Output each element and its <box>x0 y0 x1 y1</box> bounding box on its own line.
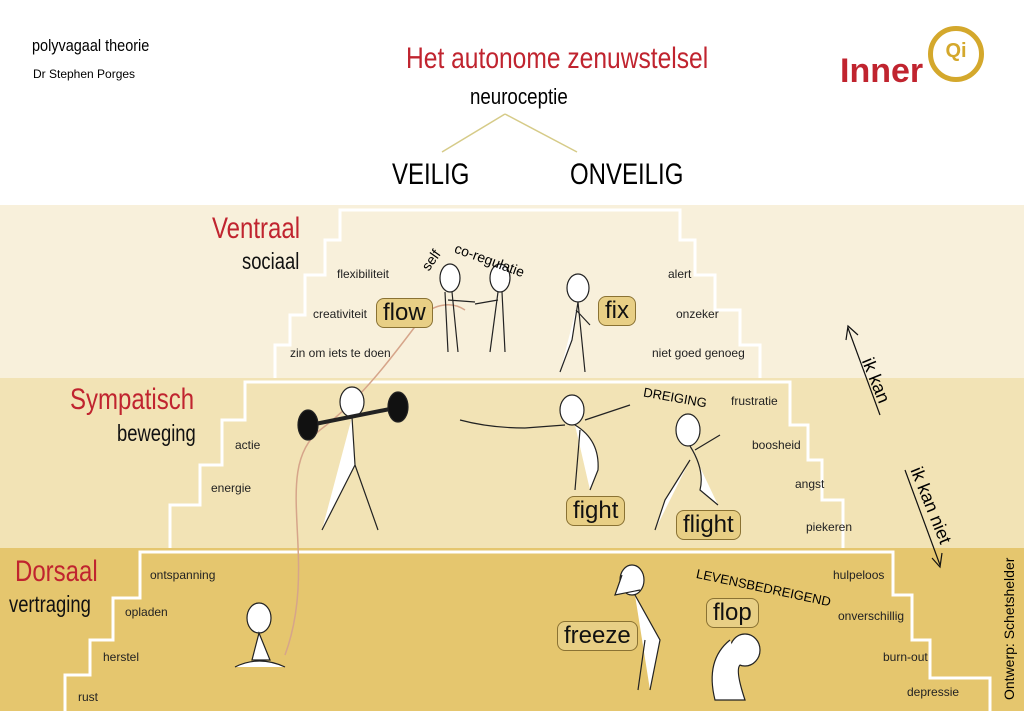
sympatisch-right-2: boosheid <box>752 438 801 452</box>
credit: Ontwerp: Schetshelder <box>1001 557 1017 700</box>
veilig-label: VEILIG <box>392 158 470 191</box>
ventraal-left-1: flexibiliteit <box>337 267 390 281</box>
figure-meditation <box>234 602 286 668</box>
neuroceptie-label: neuroceptie <box>470 84 568 109</box>
dorsaal-left-4: rust <box>78 690 99 704</box>
ventraal-left-3: zin om iets te doen <box>290 346 391 360</box>
dorsaal-title: Dorsaal <box>15 555 98 588</box>
header-author: Dr Stephen Porges <box>33 67 136 81</box>
figure-freeze <box>614 564 661 691</box>
dorsaal-left-2: opladen <box>125 605 168 619</box>
figure-fight <box>459 394 631 491</box>
sympatisch-left-1: actie <box>235 438 261 452</box>
ventraal-sub: sociaal <box>242 248 300 274</box>
dorsaal-right-1: hulpeloos <box>833 568 885 582</box>
stairs-ventraal <box>273 208 762 378</box>
figure-flight <box>654 413 721 531</box>
stairs-sympatisch <box>168 380 845 548</box>
sympatisch-right-4: piekeren <box>806 520 853 534</box>
figure-weightlifter <box>297 386 409 531</box>
dorsaal-left-1: ontspanning <box>150 568 216 582</box>
sympatisch-sub: beweging <box>117 420 196 446</box>
flight-tag: flight <box>676 510 741 540</box>
ventraal-left-2: creativiteit <box>313 307 368 321</box>
sympatisch-right-3: angst <box>795 477 825 491</box>
neuroceptie-arrows <box>441 113 578 153</box>
main-title: Het autonome zenuwstelsel <box>406 42 709 75</box>
dorsaal-sub: vertraging <box>9 591 91 617</box>
arrow-ik-kan-niet <box>904 469 941 566</box>
dorsaal-left-3: herstel <box>103 650 140 664</box>
ventraal-right-3: niet goed genoeg <box>652 346 745 360</box>
dorsaal-right-2: onverschillig <box>838 609 905 623</box>
sympatisch-left-2: energie <box>211 481 252 495</box>
dorsaal-band <box>0 548 1024 711</box>
ventraal-band <box>0 205 1024 378</box>
sympatisch-title: Sympatisch <box>70 383 195 416</box>
flop-tag: flop <box>706 598 759 628</box>
fix-tag: fix <box>598 296 636 326</box>
ventraal-right-2: onzeker <box>676 307 719 321</box>
freeze-tag: freeze <box>557 621 638 651</box>
innerqi-logo: Inner Qi <box>840 24 985 94</box>
onveilig-label: ONVEILIG <box>570 158 684 191</box>
ventraal-right-1: alert <box>668 267 692 281</box>
arrow-ik-kan <box>847 327 881 416</box>
fight-tag: fight <box>566 496 626 526</box>
flow-tag: flow <box>376 298 433 328</box>
dorsaal-right-4: depressie <box>907 685 960 699</box>
stairs-dorsaal <box>63 550 992 711</box>
figure-coregulation <box>439 263 511 353</box>
sympatisch-right-1: frustratie <box>731 394 778 408</box>
ventraal-title: Ventraal <box>212 212 301 245</box>
header-title-small: polyvagaal theorie <box>32 36 150 55</box>
dorsaal-right-3: burn-out <box>883 650 928 664</box>
figure-flop <box>711 633 761 701</box>
figure-fix <box>559 273 591 373</box>
